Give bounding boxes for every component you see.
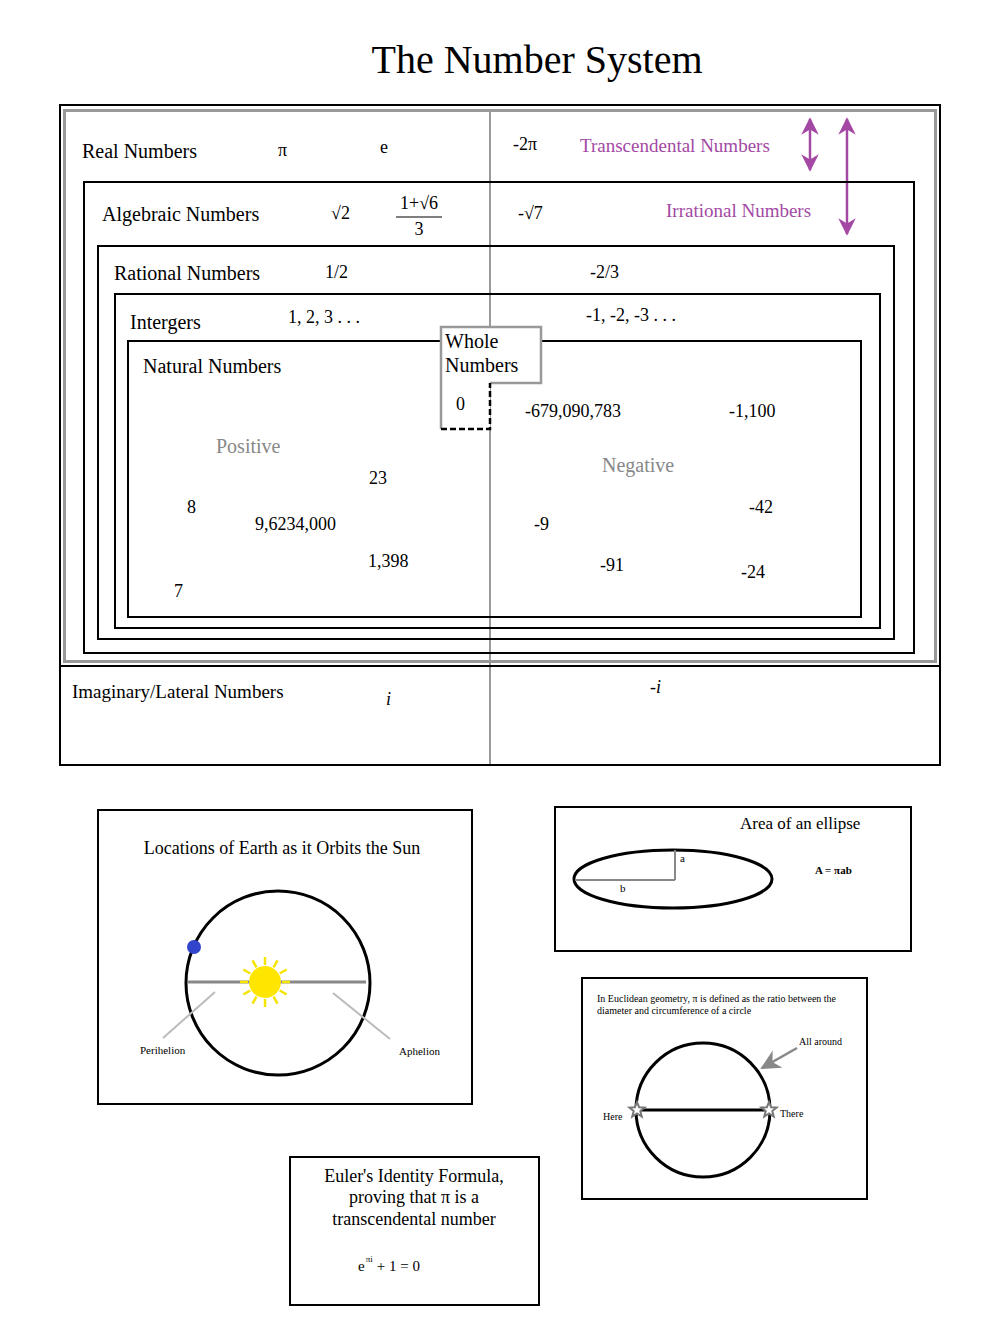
leader-line (333, 993, 390, 1039)
number: 7 (174, 581, 183, 603)
callout-label: Aphelion (399, 1045, 440, 1058)
set-name: Whole Numbers (445, 329, 541, 377)
category-label: Irrational Numbers (666, 200, 811, 223)
number: -i (650, 677, 661, 699)
range-arrow (846, 119, 849, 234)
number: √2 (331, 203, 350, 225)
number: -24 (741, 562, 765, 584)
number: 9,6234,000 (255, 514, 336, 536)
set-box: Area of an ellipse a b A = πab (554, 806, 912, 952)
panel-note: In Euclidean geometry, π is defined as t… (597, 993, 852, 1017)
earth (187, 940, 201, 954)
panel-title: Euler's Identity Formula, proving that π… (296, 1166, 532, 1231)
ellipse (574, 850, 772, 908)
stars (629, 1102, 776, 1117)
set-box: Natural NumbersPositive 23 8 9,6234,000 1,39… (83, 181, 915, 654)
number: -91 (600, 555, 624, 577)
set-box: Natural NumbersPositive 23 8 9,6234,000 1,39… (63, 109, 937, 663)
number: -√7 (518, 203, 543, 225)
dimension-label: b (620, 882, 626, 895)
set-box: Euler's Identity Formula, proving that π… (289, 1156, 540, 1306)
formula: A = πab (815, 864, 852, 877)
fraction-denominator: 3 (415, 219, 424, 241)
sign-label: Negative (602, 453, 674, 477)
callout-label: All around (799, 1036, 842, 1048)
page-title: The Number System (0, 36, 1000, 84)
callout-label: Perihelion (140, 1044, 185, 1057)
panel-title: Area of an ellipse (740, 814, 860, 834)
set-name: Natural Numbers (143, 354, 281, 378)
number: 1,398 (368, 551, 409, 573)
number: -679,090,783 (525, 401, 621, 423)
number: -42 (749, 497, 773, 519)
range-arrow (809, 119, 812, 170)
diameter (637, 1109, 769, 1112)
number: -9 (534, 514, 549, 536)
formula: + 1 = 0 (377, 1257, 420, 1275)
set-box: Natural NumbersPositive 23 8 9,6234,000 1,39… (114, 293, 881, 629)
number: -2π (513, 134, 537, 156)
set-name: Imaginary/Lateral Numbers (72, 681, 284, 704)
callout-label: There (780, 1108, 803, 1120)
set-name: Rational Numbers (114, 261, 260, 285)
orbit (186, 891, 370, 1075)
fraction-numerator: 1+√6 (400, 193, 438, 215)
number: i (386, 689, 391, 711)
panel-title: Locations of Earth as it Orbits the Sun (144, 838, 420, 860)
dimension-label: a (680, 852, 685, 865)
number: 23 (369, 468, 387, 490)
number: -1, -2, -3 . . . (586, 305, 676, 327)
semi-axis (674, 850, 676, 880)
set-box: Locations of Earth as it Orbits the SunP… (97, 809, 473, 1105)
number: π (278, 140, 287, 162)
fraction-bar (396, 216, 442, 217)
sun (240, 957, 290, 1007)
number: -2/3 (590, 262, 619, 284)
outer-frame (60, 105, 940, 765)
set-name: Intergers (130, 310, 201, 334)
number: 8 (187, 497, 196, 519)
set-name: Algebraic Numbers (102, 202, 259, 226)
formula-exponent: πi (366, 1254, 373, 1265)
callout-label: Here (603, 1111, 622, 1123)
set-box: Natural NumbersPositive 23 8 9,6234,000 1,39… (97, 245, 895, 640)
semi-axis (575, 879, 675, 881)
set-box: Imaginary/Lateral Numbers i -i (59, 665, 941, 766)
set-box: In Euclidean geometry, π is defined as t… (581, 977, 868, 1200)
circumference-arrow (762, 1048, 797, 1068)
number: 1/2 (325, 262, 348, 284)
number: -1,100 (729, 401, 776, 423)
number: e (380, 137, 388, 159)
category-label: Transcendental Numbers (580, 135, 770, 158)
formula: e (358, 1257, 365, 1275)
circle (636, 1043, 770, 1177)
number: 1, 2, 3 . . . (288, 307, 360, 329)
set-name: Real Numbers (82, 139, 197, 163)
number: 0 (456, 394, 465, 416)
leader-line (163, 992, 215, 1038)
sign-label: Positive (216, 434, 280, 458)
